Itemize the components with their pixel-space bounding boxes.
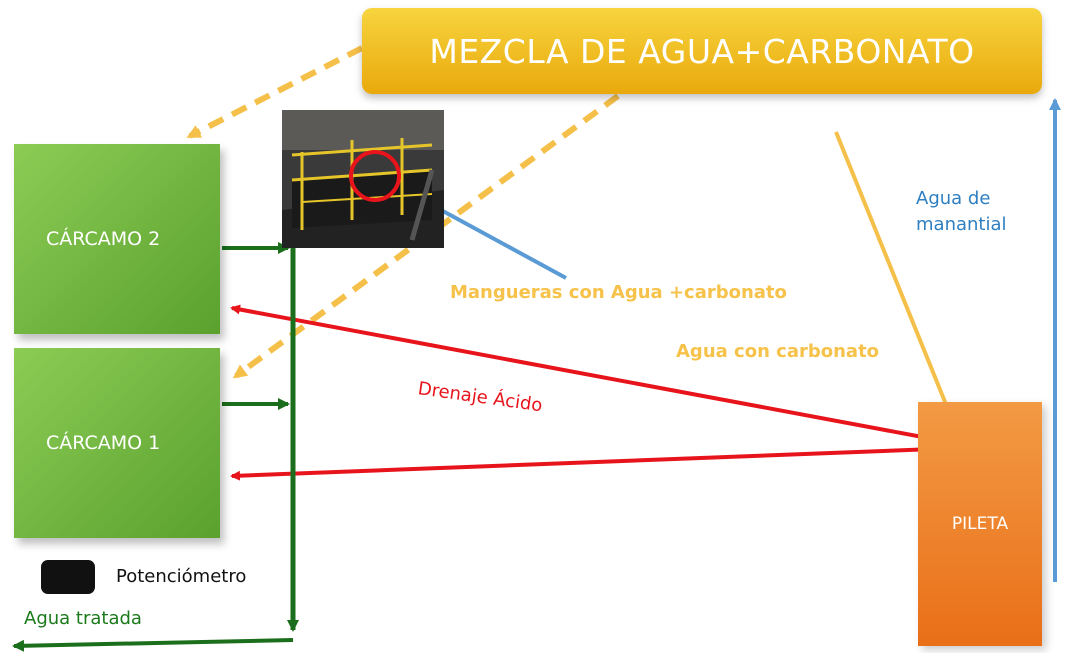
label-agua-de-manantial-line1: Agua de [916, 188, 991, 209]
label-mangueras: Mangueras con Agua +carbonato [450, 282, 787, 303]
carcamo-2-box: CÁRCAMO 2 [14, 144, 220, 334]
label-agua-tratada: Agua tratada [24, 608, 142, 629]
label-agua-de-manantial: Agua de manantial [916, 186, 1007, 238]
green-arrow-agua-tratada [12, 638, 294, 652]
label-agua-con-carbonato: Agua con carbonato [676, 341, 880, 362]
potenciometro-legend-swatch [41, 560, 95, 594]
arrow-agua-con-carbonato [834, 131, 965, 448]
hose-photo [282, 110, 444, 248]
red-arrow-to-carcamo1 [230, 446, 961, 481]
pointer-to-photo [428, 202, 567, 280]
carcamo-1-box: CÁRCAMO 1 [14, 348, 220, 538]
mezcla-box: MEZCLA DE AGUA+CARBONATO [362, 8, 1042, 94]
red-arrow-to-carcamo2 [230, 304, 961, 446]
label-agua-de-manantial-line2: manantial [916, 214, 1007, 235]
pileta-box: PILETA [918, 402, 1042, 646]
legend-potenciometro: Potenciómetro [116, 566, 247, 587]
dashed-arrow-to-carcamo2 [186, 45, 364, 139]
